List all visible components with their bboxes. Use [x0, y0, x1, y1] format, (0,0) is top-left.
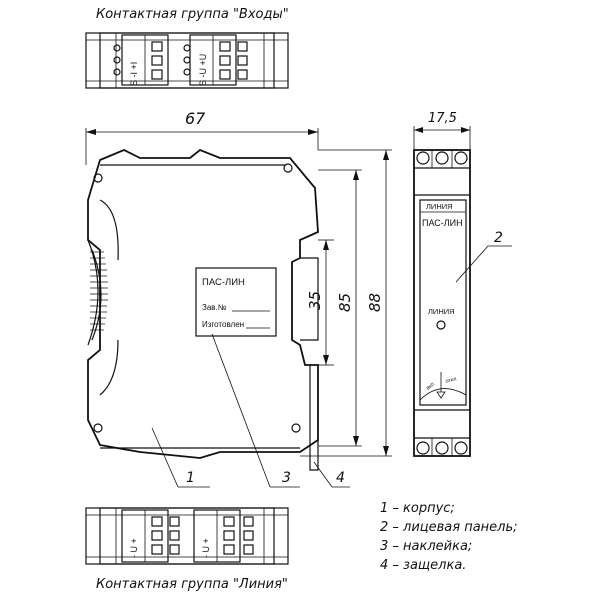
callout-1: 1 — [186, 470, 195, 486]
terminal-block-inputs: S -I +I S -U +U — [85, 32, 289, 89]
dimension-height-value: 88 — [366, 293, 384, 312]
dimension-mid-value: 85 — [336, 293, 354, 312]
legend: 1 – корпус; 2 – лицевая панель; 3 – накл… — [380, 501, 518, 573]
front-panel-top: ЛИНИЯ — [426, 202, 453, 211]
dimension-width-value: 67 — [185, 109, 206, 128]
dimension-depth-value: 17,5 — [428, 111, 457, 126]
callout-4: 4 — [336, 470, 345, 486]
terminal-labels-voltage: S -U +U — [198, 54, 208, 86]
front-panel-name: ПАС-ЛИН — [422, 218, 463, 228]
dimension-width: 67 — [85, 109, 319, 165]
sticker-name: ПАС-ЛИН — [202, 277, 245, 288]
front-view: ЛИНИЯ ПАС-ЛИН ЛИНИЯ вкл откл — [413, 149, 471, 457]
front-panel-led-label: ЛИНИЯ — [428, 307, 455, 316]
legend-item-2: 2 – лицевая панель; — [380, 520, 518, 535]
sticker-serial: Зав.№ — [202, 303, 227, 312]
dimension-mid: 85 — [318, 169, 362, 447]
terminal-labels-current: S -I +I — [129, 62, 139, 86]
led-indicator — [436, 320, 446, 330]
callout-3: 3 — [282, 470, 291, 486]
callouts: 1 2 3 4 — [151, 230, 512, 488]
terminal-block-line: - U + - U + — [85, 507, 289, 565]
legend-item-1: 1 – корпус; — [380, 501, 455, 516]
dimension-rail: 35 — [306, 239, 334, 366]
title-inputs: Контактная группа "Входы" — [96, 7, 289, 22]
legend-item-3: 3 – наклейка; — [380, 539, 472, 554]
terminal-labels-line-left: - U + — [129, 538, 139, 558]
sticker: ПАС-ЛИН Зав.№ Изготовлен — [195, 267, 277, 337]
dimension-height: 88 — [300, 149, 392, 457]
dimension-rail-value: 35 — [306, 291, 324, 310]
dimension-depth: 17,5 — [413, 111, 471, 152]
lever-right-label: откл — [445, 376, 457, 385]
title-line: Контактная группа "Линия" — [96, 577, 288, 592]
lever-left-label: вкл — [425, 381, 435, 391]
callout-2: 2 — [494, 230, 503, 246]
sticker-made: Изготовлен — [202, 320, 244, 329]
legend-item-4: 4 – защелка. — [380, 558, 466, 573]
housing-side-view — [87, 148, 319, 471]
terminal-labels-line-right: - U + — [201, 538, 211, 558]
